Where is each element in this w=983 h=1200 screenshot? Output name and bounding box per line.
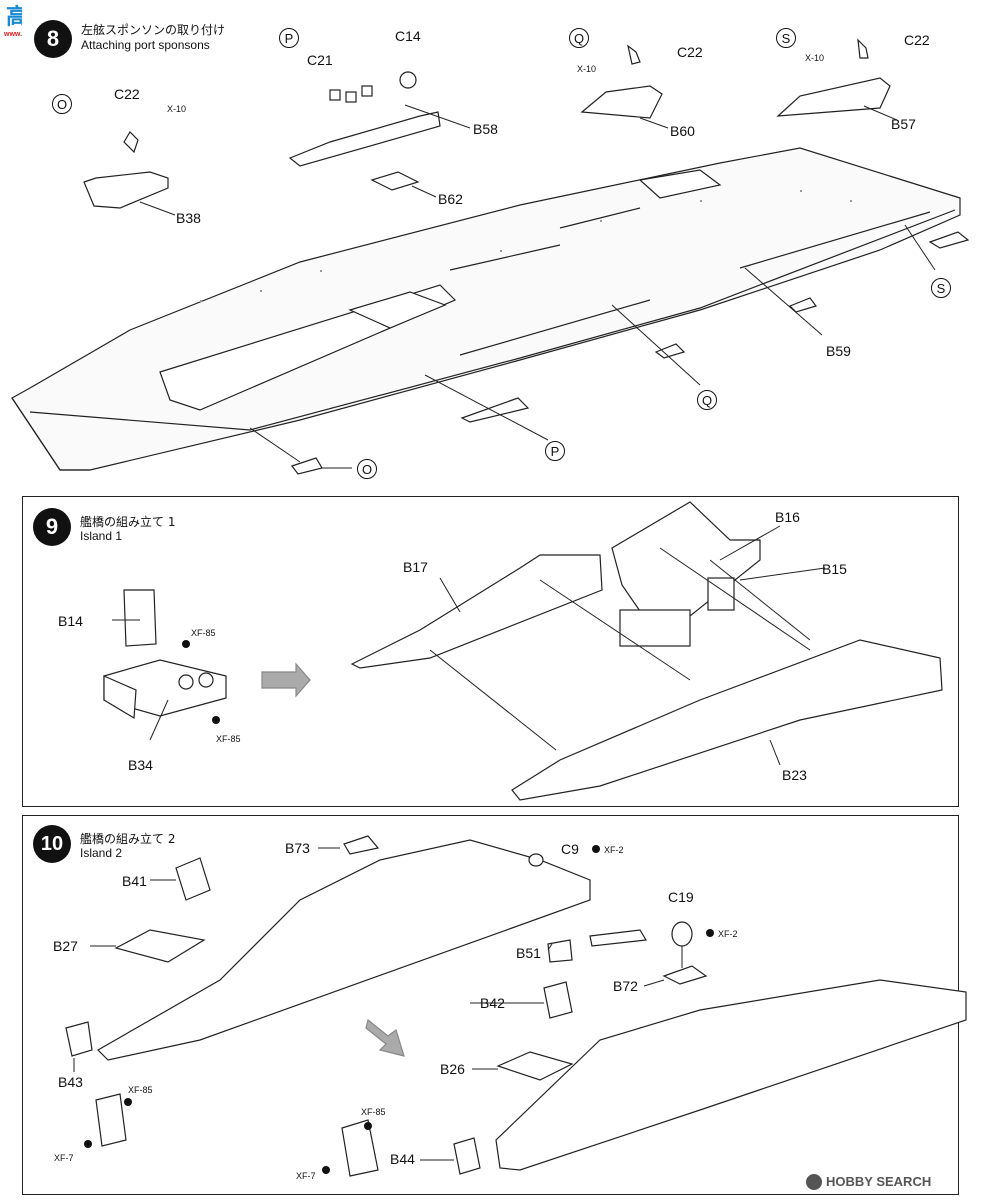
- assembly-arrow: [261, 662, 311, 698]
- part-label-b17: B17: [403, 559, 428, 575]
- part-label-c19: C19: [668, 889, 694, 905]
- part-label-b42: B42: [480, 995, 505, 1011]
- part-label-b26: B26: [440, 1061, 465, 1077]
- part-b51: [547, 939, 573, 963]
- part-label-c22-s: C22: [904, 32, 930, 48]
- part-b42: [543, 981, 573, 1019]
- callout-s-top: S: [776, 28, 796, 48]
- part-label-b44: B44: [390, 1151, 415, 1167]
- part-b57: [776, 38, 891, 117]
- part-c9: [528, 853, 544, 867]
- assembly-arrow-2: [365, 1018, 405, 1057]
- step-8-drawing: [11, 38, 970, 475]
- part-c19: [671, 921, 693, 947]
- callout-p-hull: P: [545, 441, 565, 461]
- part-b58: [288, 71, 441, 191]
- part-label-c14: C14: [395, 28, 421, 44]
- part-b38: [83, 131, 169, 209]
- step-10-title-jp: 艦橋の組み立て 2: [80, 832, 176, 846]
- hobby-search-watermark: HOBBY SEARCH: [826, 1174, 932, 1189]
- part-label-b38: B38: [176, 210, 201, 226]
- part-label-b27: B27: [53, 938, 78, 954]
- part-b41: [175, 857, 211, 901]
- part-label-b62: B62: [438, 191, 463, 207]
- step-9-title-en: Island 1: [80, 529, 123, 543]
- part-label-b57: B57: [891, 116, 916, 132]
- part-label-b43: B43: [58, 1074, 83, 1090]
- part-label-b58: B58: [473, 121, 498, 137]
- part-b14: [123, 589, 157, 647]
- part-label-c9: C9: [561, 841, 579, 857]
- callout-p-top: P: [279, 28, 299, 48]
- part-label-b73: B73: [285, 840, 310, 856]
- part-label-b23: B23: [782, 767, 807, 783]
- part-label-x10-o: X-10: [167, 104, 187, 114]
- part-label-b34: B34: [128, 757, 153, 773]
- part-b27: [114, 929, 206, 963]
- part-label-b15: B15: [822, 561, 847, 577]
- part-b17: [350, 554, 603, 669]
- step-8-title-en: Attaching port sponsons: [81, 38, 210, 52]
- paint-label-xf85-b: XF-85: [216, 734, 241, 744]
- paint-label-xf85-a: XF-85: [191, 628, 216, 638]
- callout-q-hull: Q: [697, 390, 717, 410]
- part-label-b72: B72: [613, 978, 638, 994]
- part-b60: [580, 44, 663, 119]
- paint-label-xf7-a: XF-7: [54, 1153, 74, 1163]
- part-label-c22-o: C22: [114, 86, 140, 102]
- step-10-number: 10: [33, 825, 71, 863]
- part-label-b51: B51: [516, 945, 541, 961]
- paint-label-xf2-b: XF-2: [718, 929, 738, 939]
- leader-lines: [139, 104, 936, 469]
- callout-q-top: Q: [569, 28, 589, 48]
- part-label-b14: B14: [58, 613, 83, 629]
- part-label-b16: B16: [775, 509, 800, 525]
- deck-dot-pattern: [200, 190, 852, 302]
- step-10-title-en: Island 2: [80, 846, 123, 860]
- part-label-b41: B41: [122, 873, 147, 889]
- callout-o-top: O: [52, 94, 72, 114]
- step-9-panel: [22, 496, 959, 807]
- paint-label-xf7-b: XF-7: [296, 1171, 316, 1181]
- paint-label-xf2-a: XF-2: [604, 845, 624, 855]
- island-lower: [495, 979, 967, 1171]
- paint-label-xf85-c: XF-85: [128, 1085, 153, 1095]
- step-8-title-jp: 左舷スポンソンの取り付け: [81, 23, 226, 37]
- hobby-search-logo-icon: [806, 1174, 822, 1190]
- part-xf7-detail-b: [341, 1119, 379, 1177]
- part-b44: [453, 1137, 481, 1175]
- part-b16-b15: [611, 501, 761, 641]
- callout-o-hull: O: [357, 459, 377, 479]
- part-label-b60: B60: [670, 123, 695, 139]
- step-8-number: 8: [34, 20, 72, 58]
- part-label-b59: B59: [826, 343, 851, 359]
- part-label-c21: C21: [307, 52, 333, 68]
- hull-drawing: [11, 147, 961, 471]
- sponsons-on-hull: [291, 231, 970, 475]
- step-9-number: 9: [33, 508, 71, 546]
- part-b72: [662, 965, 708, 985]
- part-label-c22-q: C22: [677, 44, 703, 60]
- part-xf7-detail-a: [95, 1093, 127, 1147]
- part-b26: [496, 1051, 574, 1081]
- part-b73: [343, 835, 380, 855]
- part-b23: [511, 639, 943, 801]
- paint-label-xf85-d: XF-85: [361, 1107, 386, 1117]
- part-label-x10-q: X-10: [577, 64, 597, 74]
- callout-s-hull: S: [931, 278, 951, 298]
- step-9-title-jp: 艦橋の組み立て 1: [80, 515, 176, 529]
- part-label-x10-s: X-10: [805, 53, 825, 63]
- part-b43: [65, 1021, 93, 1057]
